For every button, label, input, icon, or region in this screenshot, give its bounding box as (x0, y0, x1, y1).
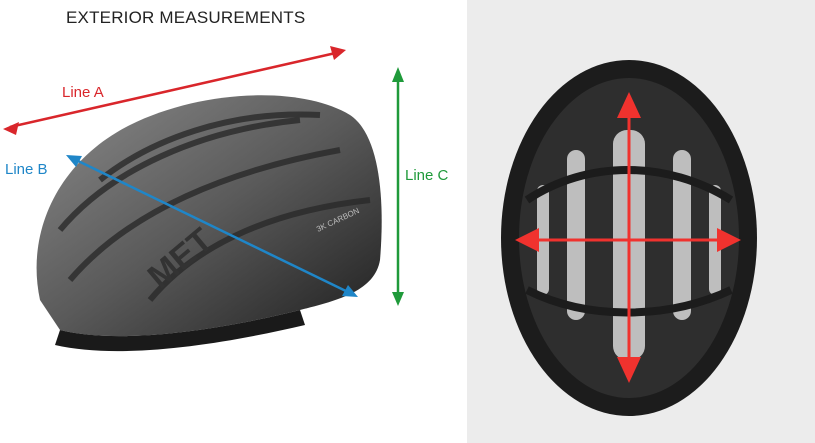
line-a-arrow (3, 46, 346, 135)
line-b-label: Line B (5, 161, 48, 178)
helmet-side-image: MET 3K CARBON (3, 46, 404, 352)
line-a-label: Line A (62, 84, 104, 101)
interior-view-panel (467, 0, 815, 443)
diagram-title: EXTERIOR MEASUREMENTS (66, 8, 306, 27)
helmet-top-image (501, 60, 757, 416)
line-b-arrow (66, 155, 358, 297)
exterior-view-panel: MET 3K CARBON EXTERIOR MEASUREMENTS Line… (3, 8, 449, 352)
interior-length-arrow (617, 92, 641, 383)
interior-width-arrow (515, 228, 741, 252)
line-c-arrow (392, 67, 404, 306)
line-c-label: Line C (405, 167, 449, 184)
